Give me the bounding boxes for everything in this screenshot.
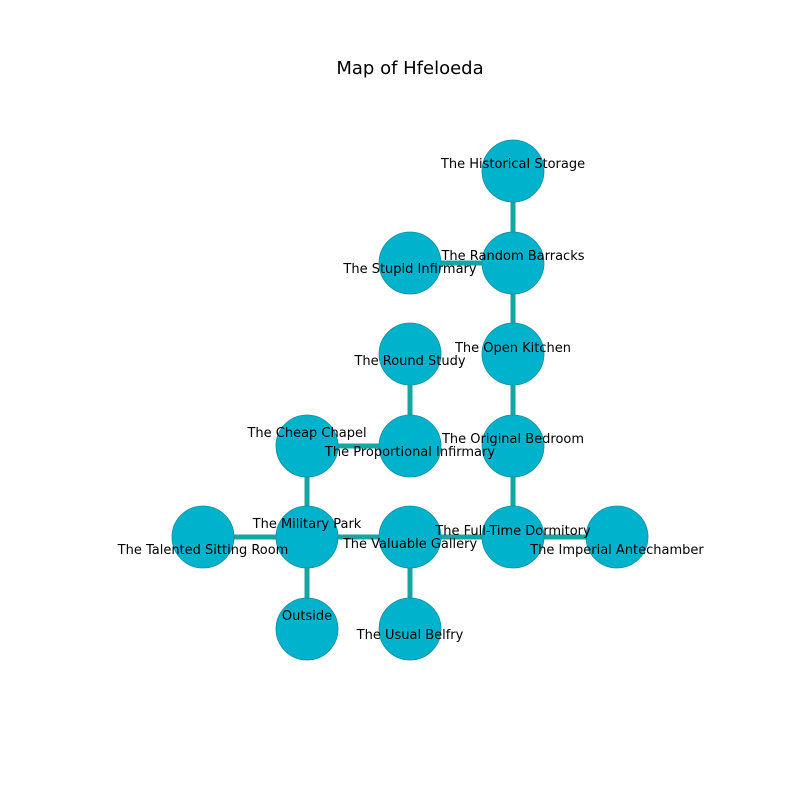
room-node-cheap-chapel <box>275 414 339 478</box>
room-node-valuable-gallery <box>378 505 442 569</box>
room-node-open-kitchen <box>481 322 545 386</box>
room-label-military-park: The Military Park <box>252 517 362 532</box>
room-label-round-study: The Round Study <box>353 354 465 369</box>
room-label-cheap-chapel: The Cheap Chapel <box>246 426 366 441</box>
room-label-valuable-gallery: The Valuable Gallery <box>342 537 478 552</box>
room-label-historical-storage: The Historical Storage <box>440 157 585 172</box>
room-label-original-bedroom: The Original Bedroom <box>441 432 584 447</box>
room-label-imperial-antechamber: The Imperial Antechamber <box>529 543 704 558</box>
rooms-layer <box>171 139 649 661</box>
room-node-outside <box>275 597 339 661</box>
room-label-stupid-infirmary: The Stupid Infirmary <box>342 262 476 277</box>
room-node-random-barracks <box>481 231 545 295</box>
room-node-original-bedroom <box>481 414 545 478</box>
room-node-full-time-dormitory <box>481 505 545 569</box>
room-node-talented-sitting-room <box>171 505 235 569</box>
room-label-full-time-dormitory: The Full-Time Dormitory <box>434 524 591 539</box>
map-title: Map of Hfeloeda <box>336 58 483 79</box>
room-label-open-kitchen: The Open Kitchen <box>454 341 571 356</box>
room-label-usual-belfry: The Usual Belfry <box>356 628 464 643</box>
room-label-outside: Outside <box>282 609 332 624</box>
room-node-stupid-infirmary <box>378 231 442 295</box>
room-label-proportional-infirmary: The Proportional Infirmary <box>324 445 495 460</box>
room-node-usual-belfry <box>378 597 442 661</box>
room-node-imperial-antechamber <box>585 505 649 569</box>
room-node-military-park <box>275 505 339 569</box>
room-node-round-study <box>378 322 442 386</box>
room-node-proportional-infirmary <box>378 414 442 478</box>
room-label-talented-sitting-room: The Talented Sitting Room <box>117 543 289 558</box>
room-label-random-barracks: The Random Barracks <box>440 249 584 264</box>
room-node-historical-storage <box>481 139 545 203</box>
